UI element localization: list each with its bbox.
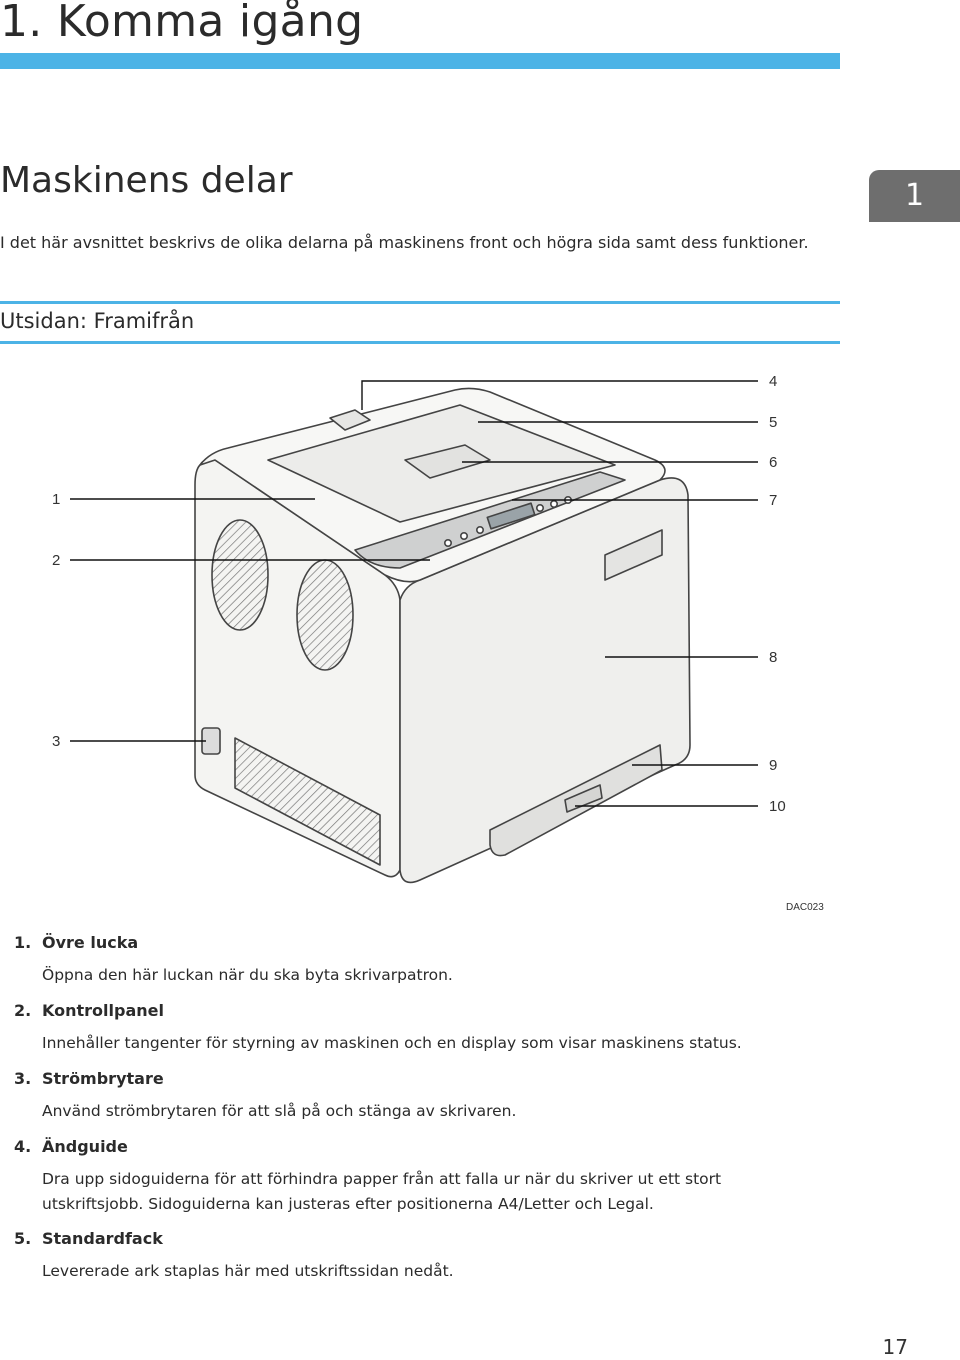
item-number: 3. <box>14 1069 32 1088</box>
item-description: Använd strömbrytaren för att slå på och … <box>42 1102 517 1120</box>
chapter-tab[interactable]: 1 <box>869 170 960 222</box>
section-title: Maskinens delar <box>0 160 293 201</box>
page-number: 17 <box>882 1335 908 1359</box>
section-intro: I det här avsnittet beskrivs de olika de… <box>0 233 809 252</box>
item-name: Kontrollpanel <box>42 1001 164 1020</box>
subsection-rule-top <box>0 301 840 304</box>
item-heading: 5. Standardfack <box>14 1228 914 1250</box>
item-name: Övre lucka <box>42 933 139 952</box>
item-name: Strömbrytare <box>42 1069 164 1088</box>
callout-lines <box>70 380 758 807</box>
item-heading: 1. Övre lucka <box>14 932 914 954</box>
item-number: 1. <box>14 933 32 952</box>
chapter-title-bar <box>0 53 840 69</box>
callout-10: 10 <box>769 798 786 815</box>
callout-6: 6 <box>769 454 777 471</box>
callout-7: 7 <box>769 492 777 509</box>
item-name: Standardfack <box>42 1229 163 1248</box>
item-description: Öppna den här luckan när du ska byta skr… <box>42 966 453 984</box>
item-number: 5. <box>14 1229 32 1248</box>
printer-body <box>194 387 691 884</box>
callout-5: 5 <box>769 414 777 431</box>
item-description: Innehåller tangenter för styrning av mas… <box>42 1034 742 1052</box>
callout-4: 4 <box>769 373 777 390</box>
item-heading: 4. Ändguide <box>14 1136 914 1158</box>
subsection-title: Utsidan: Framifrån <box>0 309 195 333</box>
list-item: 2. Kontrollpanel Innehåller tangenter för… <box>14 1000 914 1056</box>
callout-9: 9 <box>769 757 777 774</box>
figure-code: DAC023 <box>786 902 824 913</box>
printer-illustration: 1 2 3 4 5 6 7 8 9 10 DAC023 <box>52 373 824 913</box>
item-name: Ändguide <box>42 1137 128 1156</box>
list-item: 3. Strömbrytare Använd strömbrytaren för … <box>14 1068 914 1124</box>
item-description: Levererade ark staplas här med utskrifts… <box>42 1262 454 1280</box>
item-description: Dra upp sidoguiderna för att förhindra p… <box>42 1170 722 1213</box>
callout-3: 3 <box>52 733 60 750</box>
callout-1: 1 <box>52 491 60 508</box>
item-heading: 3. Strömbrytare <box>14 1068 914 1090</box>
chapter-title: 1. Komma igång <box>0 0 364 47</box>
list-item: 4. Ändguide Dra upp sidoguiderna för att … <box>14 1136 914 1217</box>
item-number: 4. <box>14 1137 32 1156</box>
item-heading: 2. Kontrollpanel <box>14 1000 914 1022</box>
callout-2: 2 <box>52 552 60 569</box>
item-number: 2. <box>14 1001 32 1020</box>
subsection-rule-bottom <box>0 341 840 344</box>
list-item: 1. Övre lucka Öppna den här luckan när du… <box>14 932 914 988</box>
callout-8: 8 <box>769 649 777 666</box>
list-item: 5. Standardfack Levererade ark staplas hä… <box>14 1228 914 1284</box>
